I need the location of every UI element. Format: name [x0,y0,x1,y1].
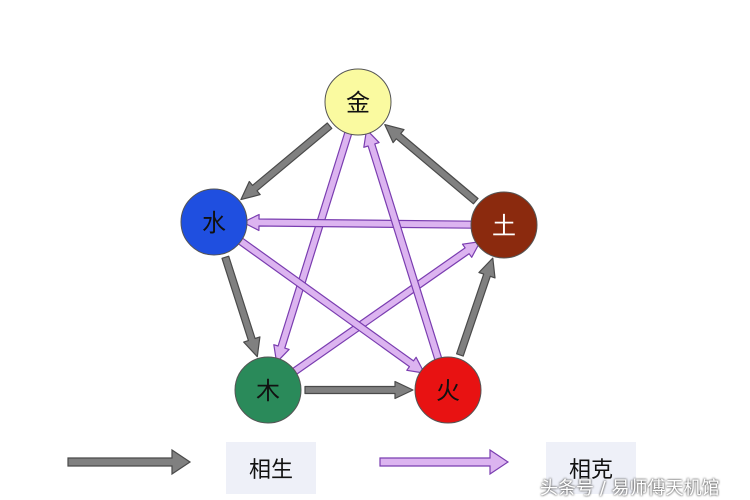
element-label-mu: 木 [256,377,280,405]
element-circle-huo [414,356,482,424]
legend-generating-label: 相生 [226,442,316,494]
legend-generating-arrow [67,448,192,476]
arrow-shui-to-huo [236,236,425,374]
arrow-huo-to-tu [456,257,496,357]
element-circle-tu [470,191,538,259]
element-circle-jin [324,68,392,136]
element-node-tu: 土 [470,191,538,259]
element-node-shui: 水 [180,188,248,256]
element-label-tu: 土 [492,212,516,240]
element-label-shui: 水 [202,209,226,237]
arrow-jin-to-mu [273,129,353,363]
controlling-arrows [236,129,481,376]
legend-controlling-label: 相克 [546,442,636,494]
arrow-mu-to-huo [304,380,414,400]
element-circle-mu [234,356,302,424]
legend-arrows [67,448,510,476]
element-node-huo: 火 [414,356,482,424]
arrow-tu-to-shui [242,213,474,232]
element-node-mu: 木 [234,356,302,424]
arrow-jin-to-shui [240,122,333,201]
element-label-huo: 火 [436,377,460,405]
watermark-text: 头条号 / 易师傅天机馆 [540,478,720,499]
element-nodes: 金土火 木 水 [180,68,538,424]
element-label-jin: 金 [346,89,370,117]
element-node-jin: 金 [324,68,392,136]
element-circle-shui [180,188,248,256]
arrow-shui-to-mu [221,255,261,358]
legend-controlling-arrow [379,448,510,476]
arrow-tu-to-jin [384,123,479,205]
arrow-mu-to-tu [290,241,481,376]
arrow-huo-to-jin [363,129,443,363]
generating-arrows [221,122,496,400]
